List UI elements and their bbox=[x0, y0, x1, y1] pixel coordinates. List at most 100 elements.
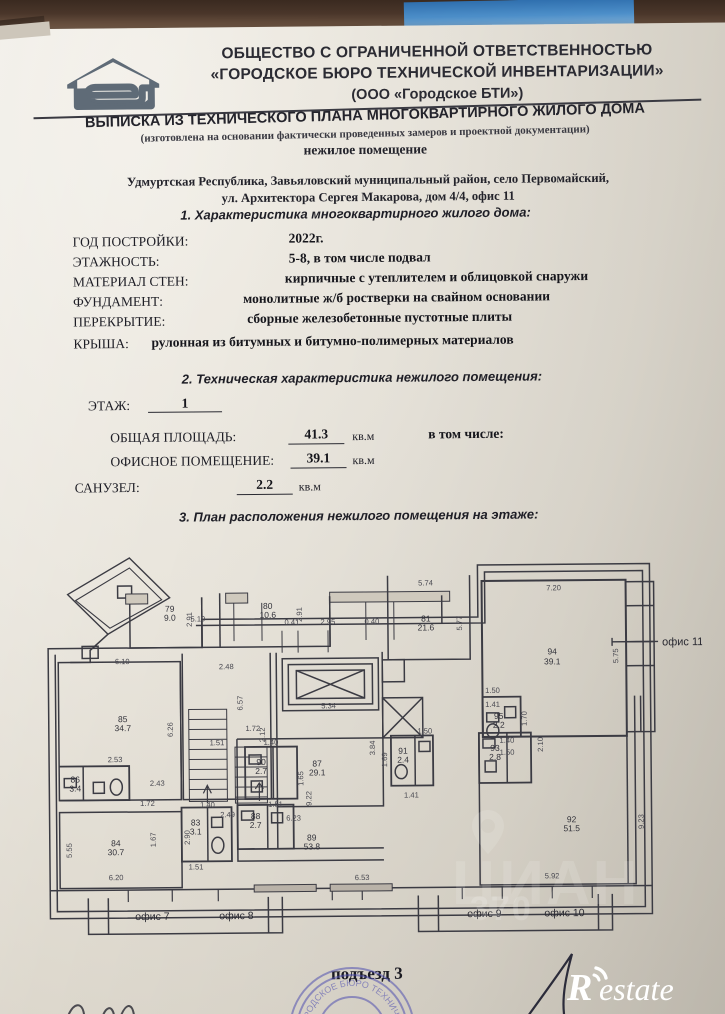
svg-text:1.51: 1.51 bbox=[210, 738, 225, 747]
unit-office-area: кв.м bbox=[352, 452, 375, 468]
unit-bathroom-area: кв.м bbox=[298, 479, 321, 494]
room-area-94: 39.1 bbox=[544, 656, 561, 666]
room-area-89: 53.8 bbox=[304, 841, 321, 851]
room-id-93: 93 bbox=[490, 743, 500, 753]
official-stamp: ГОРОДСКОЕ БЮРО ТЕХНИЧЕСКОЙ ИНВЕНТАРИЗАЦИ… bbox=[278, 951, 432, 1014]
svg-text:1.51: 1.51 bbox=[189, 862, 204, 871]
svg-text:2.10: 2.10 bbox=[536, 737, 545, 752]
label-total-area: ОБЩАЯ ПЛОЩАДЬ: bbox=[110, 429, 237, 446]
svg-text:5.19: 5.19 bbox=[190, 614, 205, 623]
handwriting bbox=[58, 988, 218, 1014]
org-line-1: ОБЩЕСТВО С ОГРАНИЧЕННОЙ ОТВЕТСТВЕННОСТЬЮ bbox=[221, 41, 653, 63]
plan-office-9: офис 9 bbox=[467, 908, 502, 920]
section-2-heading: 2. Техническая характеристика нежилого п… bbox=[181, 368, 543, 387]
svg-text:ЦИАН: ЦИАН bbox=[452, 849, 639, 916]
room-area-88: 2.7 bbox=[250, 820, 262, 830]
svg-text:2.95: 2.95 bbox=[320, 617, 335, 626]
svg-text:1.40: 1.40 bbox=[200, 800, 215, 809]
room-id-90: 90 bbox=[256, 757, 266, 767]
svg-text:1.51: 1.51 bbox=[268, 800, 283, 809]
room-id-95: 95 bbox=[494, 711, 504, 721]
label-walls: МАТЕРИАЛ СТЕН: bbox=[72, 273, 189, 290]
room-id-83: 83 bbox=[191, 817, 201, 827]
label-ceiling: ПЕРЕКРЫТИЕ: bbox=[73, 313, 166, 330]
label-floor: ЭТАЖ: bbox=[87, 398, 131, 414]
room-id-79: 79 bbox=[165, 604, 175, 614]
svg-text:1.50: 1.50 bbox=[417, 726, 432, 735]
svg-text:6.57: 6.57 bbox=[236, 696, 245, 711]
value-walls: кирпичные с утеплителем и облицовкой сна… bbox=[284, 268, 589, 286]
org-header: ОБЩЕСТВО С ОГРАНИЧЕННОЙ ОТВЕТСТВЕННОСТЬЮ… bbox=[177, 41, 697, 105]
svg-text:1.41: 1.41 bbox=[404, 791, 419, 800]
svg-text:2.12: 2.12 bbox=[258, 727, 267, 742]
company-logo-icon bbox=[59, 54, 180, 113]
section-1-heading: 1. Характеристика многоквартирного жилог… bbox=[180, 204, 531, 223]
plan-office-7: офис 7 bbox=[135, 911, 170, 923]
value-floor: 1 bbox=[147, 395, 223, 413]
label-including: в том числе: bbox=[428, 425, 504, 442]
room-area-95: 2.2 bbox=[493, 720, 505, 730]
value-ceiling: сборные железобетонные пустотные плиты bbox=[247, 308, 513, 327]
floor-plan-drawing: 79 9.0 80 10.6 81 21.6 85 34.7 86 3.4 87… bbox=[29, 545, 704, 943]
value-year: 2022г. bbox=[288, 230, 324, 246]
label-roof: КРЫША: bbox=[73, 336, 129, 352]
room-area-87: 29.1 bbox=[309, 767, 326, 777]
room-id-86: 86 bbox=[70, 774, 80, 784]
svg-text:3.84: 3.84 bbox=[368, 740, 377, 755]
room-area-90: 2.7 bbox=[255, 766, 267, 776]
svg-text:estate: estate bbox=[599, 971, 674, 1007]
room-id-89: 89 bbox=[307, 832, 317, 842]
room-area-81: 21.6 bbox=[418, 622, 435, 632]
value-roof: рулонная из битумных и битумно-полимерны… bbox=[151, 331, 514, 350]
room-id-81: 81 bbox=[421, 613, 431, 623]
unit-total-area: кв.м bbox=[352, 428, 375, 444]
plan-office-10: офис 10 bbox=[544, 907, 584, 919]
svg-text:R: R bbox=[566, 967, 592, 1009]
room-area-83: 3.1 bbox=[190, 826, 202, 836]
label-year: ГОД ПОСТРОЙКИ: bbox=[72, 233, 189, 250]
room-area-85: 34.7 bbox=[114, 723, 131, 733]
label-floors: ЭТАЖНОСТЬ: bbox=[72, 253, 160, 270]
room-id-87: 87 bbox=[312, 758, 322, 768]
watermark-digits: 370 bbox=[470, 890, 533, 928]
svg-text:1.69: 1.69 bbox=[380, 752, 389, 767]
svg-text:6.23: 6.23 bbox=[286, 814, 301, 823]
room-id-94: 94 bbox=[547, 646, 557, 656]
svg-text:0.40: 0.40 bbox=[364, 617, 379, 626]
svg-text:5.74: 5.74 bbox=[418, 578, 433, 587]
svg-text:5.75: 5.75 bbox=[611, 648, 620, 663]
svg-text:6.10: 6.10 bbox=[115, 657, 130, 666]
callout-office-11: офис 11 bbox=[662, 636, 703, 648]
svg-text:2.48: 2.48 bbox=[219, 662, 234, 671]
svg-text:1.50: 1.50 bbox=[500, 748, 515, 757]
room-area-84: 30.7 bbox=[108, 847, 125, 857]
value-foundation: монолитные ж/б ростверки на свайном осно… bbox=[242, 288, 551, 307]
svg-text:1.70: 1.70 bbox=[520, 711, 529, 726]
room-area-86: 3.4 bbox=[69, 783, 81, 793]
room-area-92: 51.5 bbox=[563, 823, 580, 833]
room-id-85: 85 bbox=[118, 714, 128, 724]
svg-text:1.65: 1.65 bbox=[296, 771, 305, 786]
value-total-area: 41.3 bbox=[288, 426, 345, 445]
restate-watermark: R estate bbox=[565, 962, 725, 1010]
svg-text:5.34: 5.34 bbox=[321, 701, 336, 710]
room-area-80: 10.6 bbox=[260, 610, 277, 620]
svg-text:5.77: 5.77 bbox=[455, 616, 464, 631]
signature bbox=[520, 950, 610, 1014]
room-area-79: 9.0 bbox=[164, 613, 176, 623]
svg-text:1.72: 1.72 bbox=[140, 799, 155, 808]
room-area-93: 2.8 bbox=[489, 752, 501, 762]
label-foundation: ФУНДАМЕНТ: bbox=[73, 293, 164, 310]
svg-text:6.26: 6.26 bbox=[166, 722, 175, 737]
section-3-heading: 3. План расположения нежилого помещения … bbox=[178, 506, 539, 525]
label-bathroom-area: САНУЗЕЛ: bbox=[74, 479, 140, 496]
svg-text:1.40: 1.40 bbox=[264, 738, 279, 747]
room-id-80: 80 bbox=[263, 601, 273, 611]
room-id-88: 88 bbox=[251, 811, 261, 821]
svg-text:2.53: 2.53 bbox=[108, 755, 123, 764]
svg-text:2.91: 2.91 bbox=[185, 612, 194, 627]
svg-text:5.92: 5.92 bbox=[545, 871, 560, 880]
room-id-91: 91 bbox=[398, 746, 408, 756]
svg-text:1.50: 1.50 bbox=[485, 686, 500, 695]
